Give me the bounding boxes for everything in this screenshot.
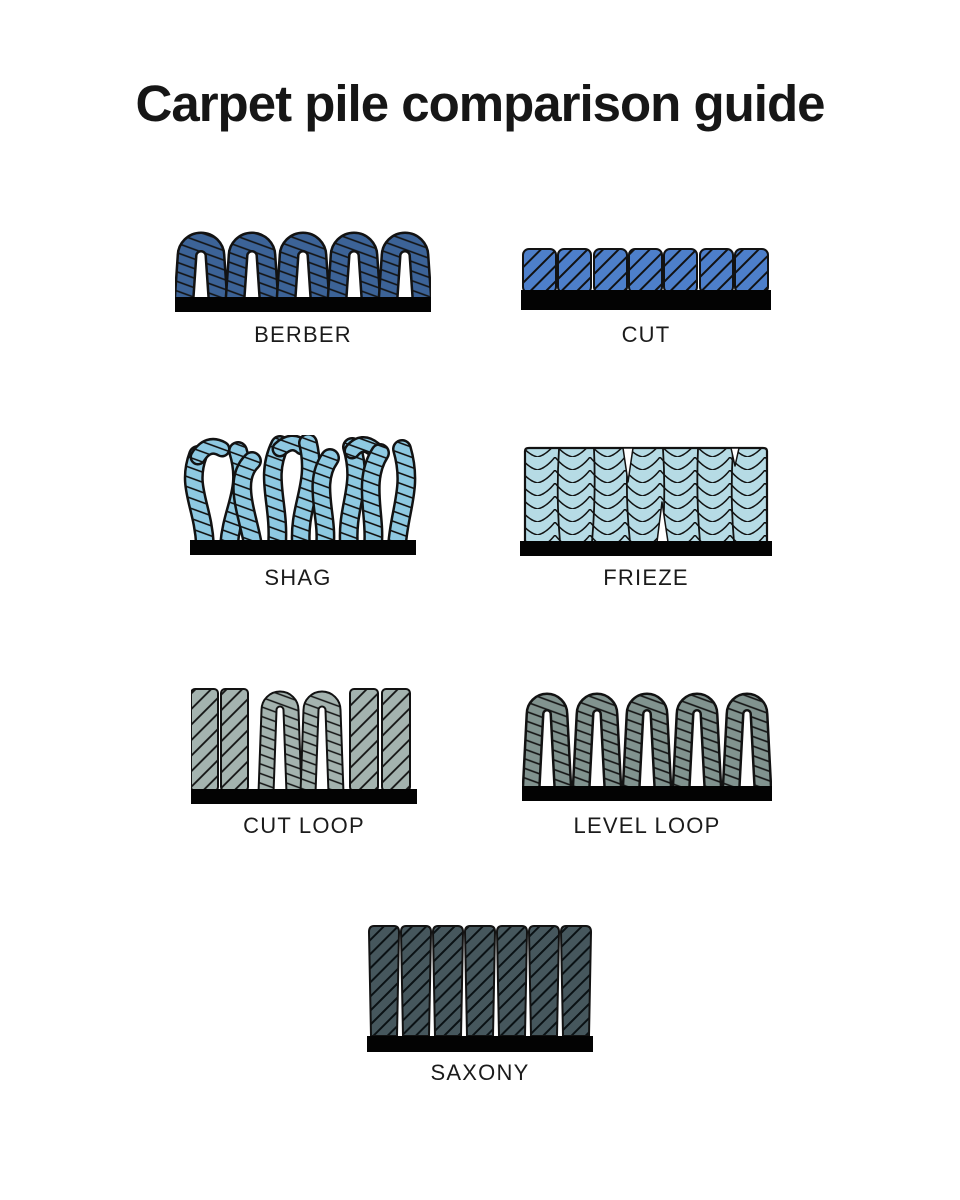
carpet-figure-cut: CUT (521, 246, 771, 348)
page-title: Carpet pile comparison guide (135, 75, 826, 132)
carpet-figure-berber: BERBER (175, 228, 431, 348)
backing-bar (191, 789, 417, 804)
carpet-figure-saxony: SAXONY (367, 922, 593, 1086)
carpet-label-cut: CUT (621, 322, 671, 347)
carpet-figure-level-loop: LEVEL LOOP (522, 686, 772, 839)
carpet-label-saxony: SAXONY (430, 1060, 530, 1085)
carpet-figure-shag: SHAG (170, 435, 426, 591)
carpet-label-level-loop: LEVEL LOOP (573, 813, 721, 838)
carpet-label-frieze: FRIEZE (603, 565, 689, 590)
backing-bar (520, 541, 772, 556)
shag-pile-illustration (183, 435, 417, 555)
backing-bar (521, 290, 771, 310)
backing-bar (367, 1036, 593, 1052)
cut-pile-illustration (521, 248, 771, 310)
carpet-figure-cut-loop: CUT LOOP (191, 686, 417, 839)
frieze-pile-illustration (520, 446, 772, 556)
cut-loop-pile-illustration (191, 688, 417, 804)
saxony-pile-illustration (367, 925, 593, 1052)
berber-pile-illustration (175, 231, 431, 312)
backing-bar (190, 540, 416, 555)
carpet-label-shag: SHAG (264, 565, 332, 590)
carpet-figure-frieze: FRIEZE (520, 444, 772, 591)
level-loop-pile-illustration (522, 692, 772, 801)
carpet-label-cut-loop: CUT LOOP (243, 813, 365, 838)
carpet-label-berber: BERBER (254, 322, 352, 347)
backing-bar (175, 297, 431, 312)
backing-bar (522, 786, 772, 801)
